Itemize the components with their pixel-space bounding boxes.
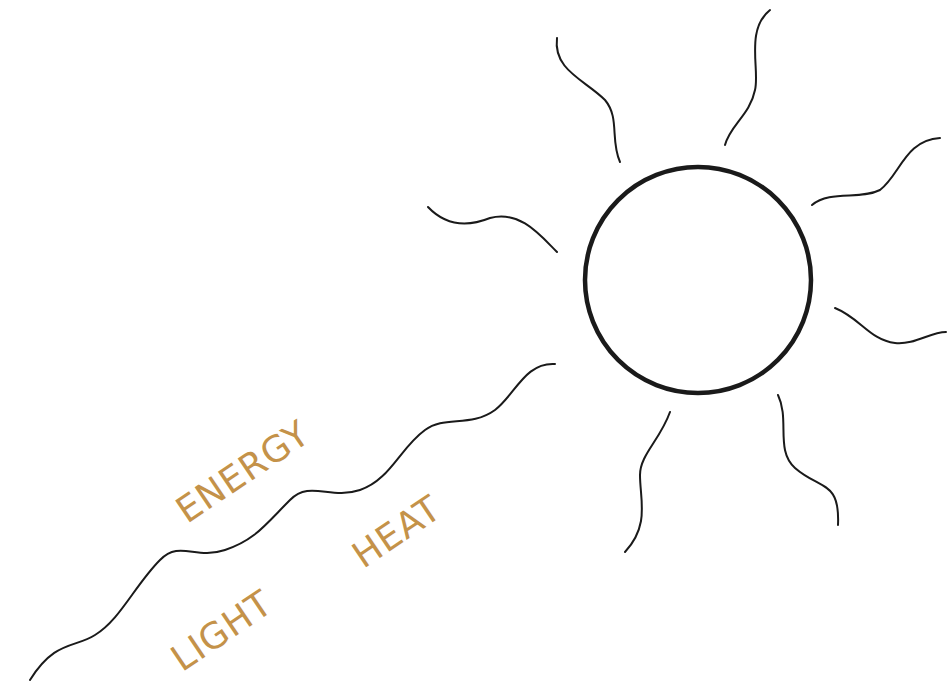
sun-ray — [725, 10, 770, 145]
sun-ray — [428, 207, 557, 252]
sun-disc — [585, 167, 811, 393]
energy-wave — [30, 364, 555, 680]
energy-label: HEAT — [346, 490, 447, 574]
energy-label: LIGHT — [165, 585, 279, 678]
sun-ray — [835, 308, 946, 343]
sun-ray — [557, 38, 620, 162]
sun-ray — [778, 395, 838, 525]
sun-ray — [625, 412, 670, 552]
energy-label: ENERGY — [170, 415, 316, 530]
sun-ray — [812, 138, 940, 205]
